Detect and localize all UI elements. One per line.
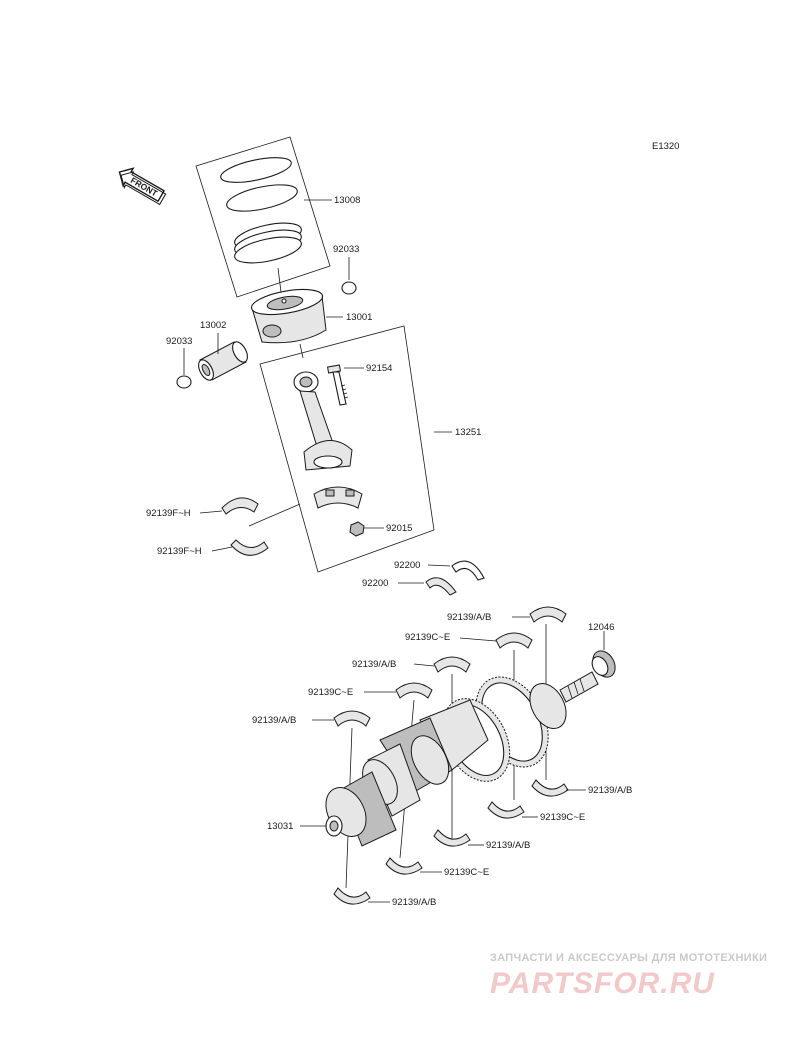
watermark-brand: PARTSFOR.RU	[490, 967, 715, 1000]
gear-12046	[591, 650, 616, 678]
label-92139FH-lower: 92139F~H	[157, 546, 202, 557]
label-lower-5: 92139/A/B	[392, 897, 436, 908]
ring-set-box	[195, 136, 331, 298]
label-main-3: 92139/A/B	[352, 659, 396, 670]
main-bearing-shells-lower	[333, 779, 569, 905]
watermark-tagline: ЗАПЧАСТИ И АКСЕССУАРЫ ДЛЯ МОТОТЕХНИКИ	[490, 952, 767, 964]
crankshaft	[325, 671, 599, 847]
conrod-box	[259, 325, 435, 573]
label-92200-1: 92200	[394, 560, 420, 571]
piston	[250, 288, 327, 344]
label-12046: 12046	[588, 622, 614, 633]
label-lower-3: 92139/A/B	[486, 840, 530, 851]
conrod-bearing-upper	[221, 497, 259, 515]
piston-ring-set	[220, 157, 302, 264]
label-main-5: 92139/A/B	[252, 715, 296, 726]
conrod-nut	[349, 521, 365, 537]
main-bearing-shells-upper	[333, 606, 567, 727]
label-13251: 13251	[455, 427, 481, 438]
label-92033-upper: 92033	[333, 244, 359, 255]
connecting-rod	[293, 371, 353, 471]
label-lower-1: 92139/A/B	[588, 785, 632, 796]
label-13031: 13031	[267, 821, 293, 832]
label-main-2: 92139C~E	[405, 632, 450, 643]
label-main-1: 92139/A/B	[447, 612, 491, 623]
conrod-cap	[313, 486, 363, 509]
circlip-lower	[176, 375, 192, 389]
label-lower-2: 92139C~E	[540, 812, 585, 823]
label-13002: 13002	[200, 320, 226, 331]
conrod-bearing-lower	[230, 539, 269, 556]
label-main-4: 92139C~E	[308, 687, 353, 698]
label-13001: 13001	[346, 312, 372, 323]
conrod-bolt	[326, 364, 349, 406]
thrust-washer-1	[451, 560, 485, 581]
circlip-upper	[341, 281, 357, 295]
label-92139FH-upper: 92139F~H	[146, 508, 191, 519]
label-92033-lower: 92033	[166, 336, 192, 347]
label-92154: 92154	[366, 363, 392, 374]
label-92015: 92015	[386, 523, 412, 534]
front-arrow-icon: FRONT	[118, 167, 167, 206]
label-13008: 13008	[334, 195, 360, 206]
thrust-washer-2	[425, 577, 457, 596]
piston-pin	[198, 341, 248, 381]
label-92200-2: 92200	[362, 578, 388, 589]
label-lower-4: 92139C~E	[444, 867, 489, 878]
diagram-code: E1320	[652, 141, 679, 152]
